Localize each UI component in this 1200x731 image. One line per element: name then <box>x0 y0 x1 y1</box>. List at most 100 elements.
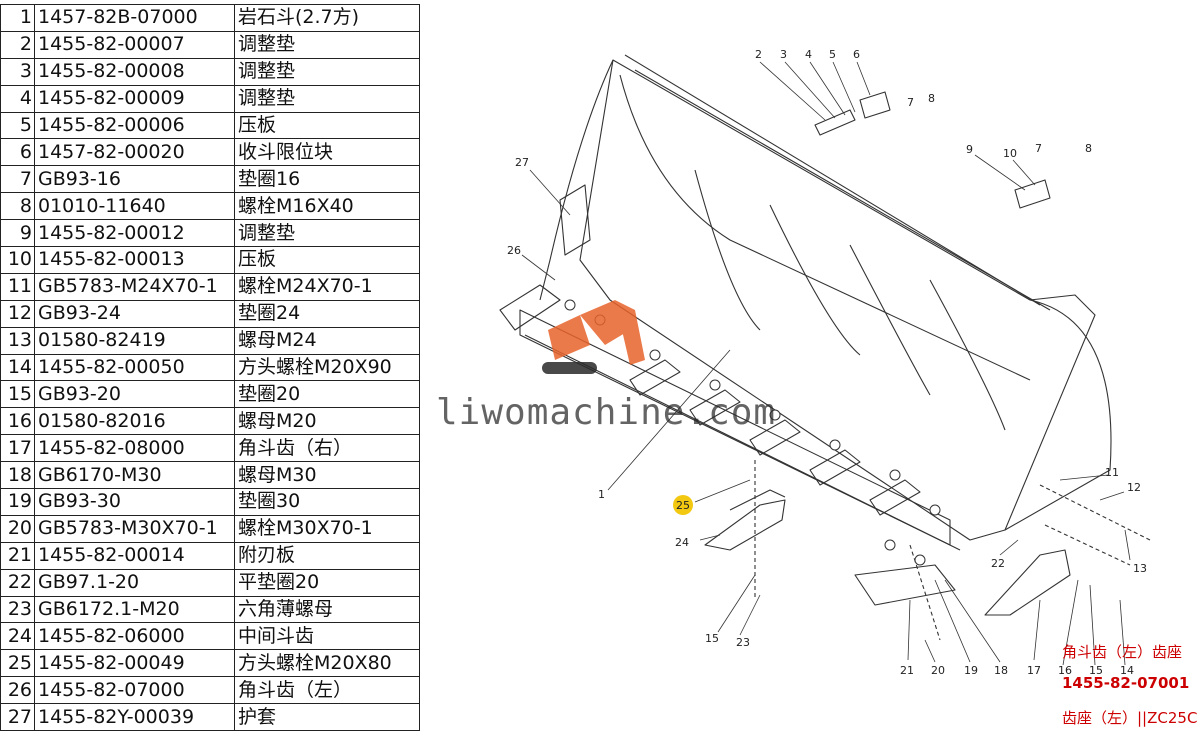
annotation-line-3: 齿座（左）||ZC25C <box>1062 709 1198 727</box>
part-number-cell: 24 <box>0 622 35 651</box>
part-code-cell: 1455-82-00049 <box>34 649 235 678</box>
part-name-cell: 角斗齿（右） <box>234 434 420 463</box>
guard-plate <box>559 184 591 256</box>
part-number-cell: 5 <box>0 111 35 140</box>
callout-24: 24 <box>675 536 689 549</box>
callout-13: 13 <box>1133 562 1147 575</box>
part-code-cell: GB93-16 <box>34 165 235 194</box>
part-name-cell: 垫圈24 <box>234 299 420 328</box>
callout-9: 9 <box>966 143 973 156</box>
part-code-cell: 1455-82-07000 <box>34 676 235 705</box>
tooth-2 <box>689 389 741 426</box>
part-code-cell: 01580-82419 <box>34 326 235 355</box>
part-code-cell: GB5783-M24X70-1 <box>34 272 235 301</box>
callout-12: 12 <box>1127 481 1141 494</box>
callout-6: 6 <box>853 48 860 61</box>
middle-tooth-exploded <box>704 499 786 551</box>
bucket-curve-2 <box>769 204 861 356</box>
part-code-cell: 1455-82-00014 <box>34 541 235 570</box>
part-number-cell: 4 <box>0 84 35 113</box>
bucket-inner-back <box>619 74 1031 381</box>
side-bolt-line-2 <box>1044 524 1131 566</box>
part-code-cell: 1455-82Y-00039 <box>34 703 235 731</box>
part-number-cell: 11 <box>0 272 35 301</box>
part-code-cell: 1455-82-00013 <box>34 246 235 274</box>
part-name-cell: 螺母M24 <box>234 326 420 355</box>
part-code-cell: 1455-82-00007 <box>34 30 235 59</box>
callout-7-right: 7 <box>1035 142 1042 155</box>
part-name-cell: 六角薄螺母 <box>234 595 420 624</box>
bucket-top-edge-2 <box>634 69 1051 311</box>
part-name-cell: 垫圈20 <box>234 380 420 409</box>
part-number-cell: 15 <box>0 380 35 409</box>
part-name-cell: 调整垫 <box>234 219 420 248</box>
part-number-cell: 20 <box>0 514 35 543</box>
part-code-cell: 1455-82-00012 <box>34 219 235 248</box>
part-code-cell: GB5783-M30X70-1 <box>34 514 235 543</box>
callout-17: 17 <box>1027 664 1041 677</box>
bucket-right-side <box>1004 299 1112 531</box>
part-number-cell: 9 <box>0 219 35 248</box>
part-number-cell: 1 <box>0 4 35 32</box>
part-code-cell: 1457-82-00020 <box>34 138 235 167</box>
press-plate-right <box>1014 179 1051 209</box>
callout-8-right: 8 <box>1085 142 1092 155</box>
callout-21: 21 <box>900 664 914 677</box>
part-name-cell: 调整垫 <box>234 30 420 59</box>
part-code-cell: 1455-82-00050 <box>34 353 235 382</box>
part-number-cell: 17 <box>0 434 35 463</box>
bucket-curve-4 <box>929 279 1006 431</box>
part-code-cell: 1457-82B-07000 <box>34 4 235 32</box>
bucket-left-side <box>539 59 614 301</box>
part-code-cell: 1455-82-00008 <box>34 57 235 86</box>
limit-block <box>859 91 891 119</box>
tooth-5 <box>869 479 921 516</box>
part-name-cell: 中间斗齿 <box>234 622 420 651</box>
part-name-cell: 螺栓M16X40 <box>234 192 420 221</box>
part-name-cell: 收斗限位块 <box>234 138 420 167</box>
callout-26: 26 <box>507 244 521 257</box>
part-name-cell: 螺栓M30X70-1 <box>234 514 420 543</box>
callout-18: 18 <box>994 664 1008 677</box>
callout-15-left: 15 <box>705 632 719 645</box>
part-number-cell: 16 <box>0 407 35 436</box>
bucket-body-outline <box>579 59 1096 541</box>
part-name-cell: 平垫圈20 <box>234 568 420 597</box>
callout-7-top: 7 <box>907 96 914 109</box>
part-name-cell: 垫圈30 <box>234 488 420 516</box>
tooth-3 <box>749 419 801 456</box>
right-corner-tooth <box>984 549 1071 616</box>
part-name-cell: 垫圈16 <box>234 165 420 194</box>
part-code-cell: 1455-82-08000 <box>34 434 235 463</box>
part-number-cell: 23 <box>0 595 35 624</box>
part-name-cell: 角斗齿（左） <box>234 676 420 705</box>
callout-27: 27 <box>515 156 529 169</box>
part-name-cell: 方头螺栓M20X90 <box>234 353 420 382</box>
part-code-cell: GB6172.1-M20 <box>34 595 235 624</box>
callout-23: 23 <box>736 636 750 649</box>
part-name-cell: 附刃板 <box>234 541 420 570</box>
edge-plate-exploded <box>854 564 956 606</box>
adjust-shim-stack <box>814 109 856 136</box>
part-code-cell: 01010-11640 <box>34 192 235 221</box>
callout-10: 10 <box>1003 147 1017 160</box>
bucket-exploded-diagram: 2 3 4 5 6 7 8 9 10 7 8 27 26 1 25 24 11 … <box>499 48 1151 677</box>
bucket-curve-1 <box>694 169 761 331</box>
